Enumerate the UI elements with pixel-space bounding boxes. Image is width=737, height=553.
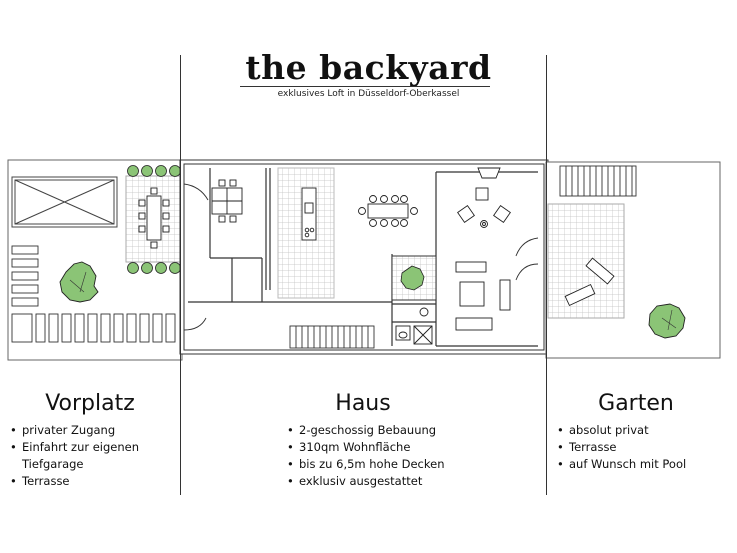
section-title-garten: Garten	[598, 391, 674, 416]
list-item: Terrasse	[10, 473, 175, 490]
parking-pavers	[11, 313, 176, 343]
list-item: Tiefgarage	[22, 457, 84, 471]
kitchen-island	[301, 187, 317, 241]
feature-list-haus: 2-geschossig Bebauung 310qm Wohnfläche b…	[287, 422, 487, 490]
garden-terrace	[547, 203, 625, 319]
list-item: auf Wunsch mit Pool	[557, 456, 727, 473]
bathroom-fixtures	[395, 307, 433, 345]
sun-loungers	[564, 257, 615, 307]
feature-list-garten: absolut privat Terrasse auf Wunsch mit P…	[557, 422, 727, 473]
list-item: 310qm Wohnfläche	[287, 439, 487, 456]
list-item: absolut privat	[557, 422, 727, 439]
hedge-row-top	[127, 165, 181, 177]
doors	[183, 183, 539, 331]
stair-haus	[289, 325, 375, 349]
lounge-chairs	[457, 187, 511, 228]
office-desk	[211, 179, 243, 223]
list-item: privater Zugang	[10, 422, 175, 439]
brand-subtitle: exklusives Loft in Düsseldorf-Oberkassel	[277, 89, 460, 99]
list-item: exklusiv ausgestattet	[287, 473, 487, 490]
outdoor-dining-table	[138, 187, 170, 249]
list-item: bis zu 6,5m hohe Decken	[287, 456, 487, 473]
fireplace	[477, 167, 501, 179]
haus-plan	[179, 159, 549, 355]
list-item: Einfahrt zur eigenen	[10, 439, 175, 456]
stair-steps	[11, 245, 39, 307]
list-item: 2-geschossig Bebauung	[287, 422, 487, 439]
skylight	[11, 176, 118, 228]
feature-list-vorplatz: privater Zugang Einfahrt zur eigenen Tie…	[10, 422, 175, 490]
column-divider-right	[546, 55, 547, 495]
list-item: Terrasse	[557, 439, 727, 456]
living-sofa-set	[455, 261, 511, 331]
tree-garten	[648, 303, 686, 339]
dining-table	[358, 195, 418, 227]
section-title-haus: Haus	[335, 391, 391, 416]
title-underline	[240, 86, 490, 87]
garden-stairs	[559, 165, 637, 197]
brand-title: the backyard	[245, 48, 492, 87]
vorplatz-plan	[7, 159, 183, 361]
section-title-vorplatz: Vorplatz	[45, 391, 135, 416]
courtyard-tree	[391, 255, 437, 301]
tree-vorplatz	[59, 261, 99, 303]
hedge-row-bottom	[127, 262, 181, 274]
garten-plan	[545, 161, 721, 359]
column-divider-left	[180, 55, 181, 495]
